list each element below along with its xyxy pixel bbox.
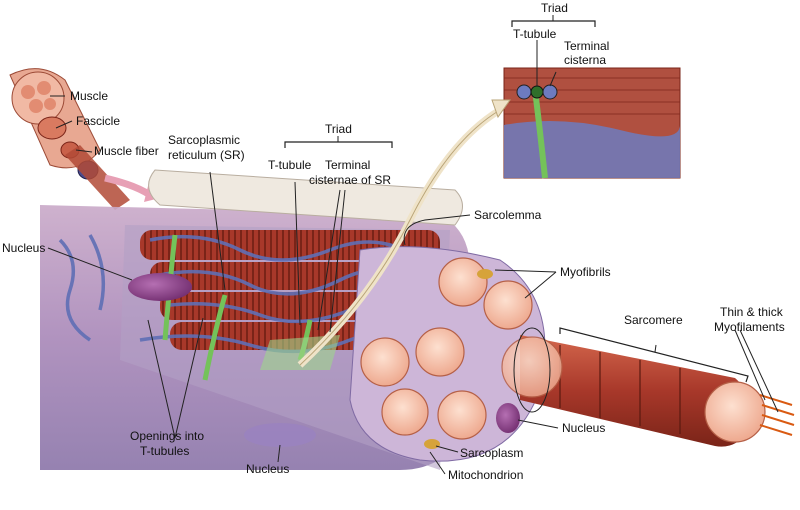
label-openings-line1: Openings into bbox=[130, 429, 204, 443]
label-myofilaments-line1: Thin & thick bbox=[720, 305, 784, 319]
label-nucleus-bottom: Nucleus bbox=[246, 462, 289, 476]
leader-lines bbox=[47, 15, 779, 475]
label-myofibrils: Myofibrils bbox=[560, 265, 611, 279]
label-sarcomere: Sarcomere bbox=[624, 313, 683, 327]
label-nucleus-left: Nucleus bbox=[2, 241, 45, 255]
label-sarcoplasm: Sarcoplasm bbox=[460, 446, 523, 460]
label-terminal-cisternae-line2: cisternae of SR bbox=[309, 173, 391, 187]
label-mitochondrion: Mitochondrion bbox=[448, 468, 523, 482]
label-terminal-cisterna-line2: cisterna bbox=[564, 53, 606, 67]
myofibril-cross-section bbox=[349, 246, 546, 462]
label-nucleus-right: Nucleus bbox=[562, 421, 605, 435]
muscle-bundle-illustration bbox=[9, 68, 130, 210]
label-sr-line2: reticulum (SR) bbox=[168, 148, 245, 162]
label-fascicle: Fascicle bbox=[76, 114, 120, 128]
label-myofilaments-line2: Myofilaments bbox=[714, 320, 785, 334]
label-muscle-fiber: Muscle fiber bbox=[94, 144, 159, 158]
label-openings-line2: T-tubules bbox=[140, 444, 189, 458]
nucleus-left-shape bbox=[128, 273, 192, 301]
label-terminal-cisternae-line1: Terminal bbox=[325, 158, 370, 172]
label-sarcolemma: Sarcolemma bbox=[474, 208, 542, 222]
triad-inset bbox=[503, 67, 681, 179]
label-t-tubule-inset: T-tubule bbox=[513, 27, 557, 41]
label-triad-main: Triad bbox=[325, 122, 352, 136]
zoom-arrowhead-inset bbox=[491, 99, 511, 119]
label-terminal-cisterna-line1: Terminal bbox=[564, 39, 609, 53]
zoom-arrow-outline bbox=[299, 109, 501, 366]
labels: Muscle Fascicle Muscle fiber Sarcoplasmi… bbox=[2, 1, 785, 482]
label-sr-line1: Sarcoplasmic bbox=[168, 133, 240, 147]
single-myofibril bbox=[501, 335, 795, 447]
nucleus-bottom-shape bbox=[244, 423, 316, 447]
label-triad-inset: Triad bbox=[541, 1, 568, 15]
label-t-tubule-main: T-tubule bbox=[268, 158, 312, 172]
label-muscle: Muscle bbox=[70, 89, 108, 103]
